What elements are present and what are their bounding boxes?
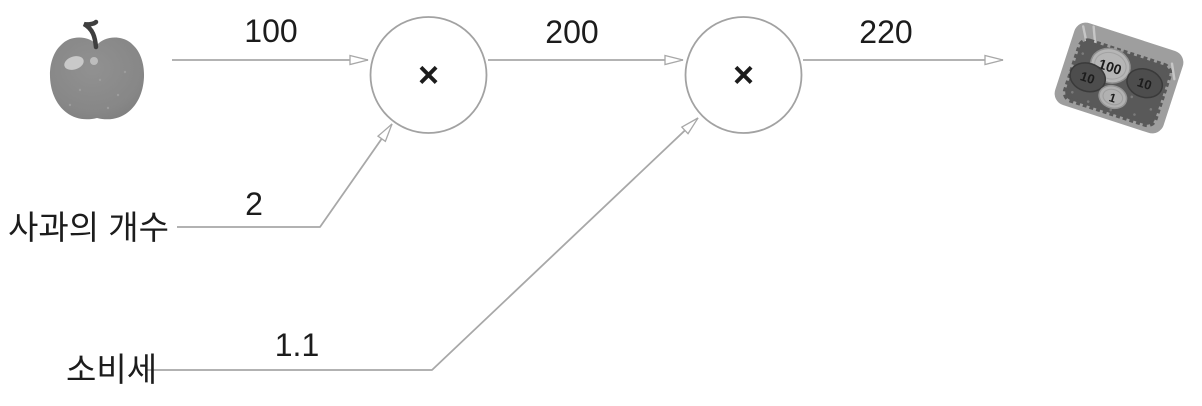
apple-count-value: 2	[245, 186, 263, 222]
multiply-node-1: ×	[369, 16, 488, 134]
coin-10-left: 10	[1069, 62, 1107, 93]
edge-apple-price-label: 100	[244, 13, 297, 49]
multiply-node-2-operator: ×	[733, 54, 754, 95]
coin-10-right: 10	[1126, 68, 1164, 99]
apple-count-label: 사과의 개수	[8, 209, 169, 246]
coin-1: 1	[1098, 84, 1128, 110]
multiply-node-2-circle	[684, 16, 803, 134]
multiply-node-1-operator: ×	[418, 54, 439, 95]
edge-total-label: 220	[859, 14, 912, 50]
money-tray-shine-right	[1170, 62, 1176, 81]
multiply-node-1-circle	[369, 16, 488, 134]
tax-label: 소비세	[66, 351, 157, 388]
apple-highlight-small	[90, 57, 98, 65]
multiply-node-2: ×	[684, 16, 803, 134]
money-tray-image: 100 10 10 1	[1054, 22, 1184, 134]
edge-apple-count-arrow	[177, 123, 393, 228]
apple-speckles	[68, 70, 127, 110]
coin-10-left-label: 10	[1078, 68, 1096, 87]
apple-image	[49, 19, 145, 120]
coin-10-right-label: 10	[1135, 74, 1153, 93]
apple-stem	[82, 19, 99, 50]
edge-tax-arrow	[147, 117, 699, 371]
edge-subtotal-label: 200	[545, 14, 598, 50]
coin-1-label: 1	[1107, 90, 1118, 105]
tax-value: 1.1	[275, 327, 319, 363]
apple-body	[49, 37, 145, 120]
apple-highlight	[64, 56, 84, 70]
